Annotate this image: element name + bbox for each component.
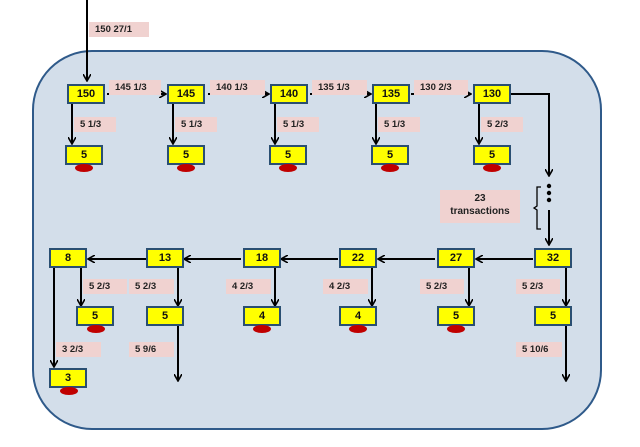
coin-icon [483,164,501,172]
child-node: 5 [76,306,114,326]
coin-icon [177,164,195,172]
child-label: 5 1/3 [277,117,319,132]
node-22: 22 [339,248,377,268]
child-node: 5 [146,306,184,326]
ellipsis-dot [546,183,552,189]
ellipsis-dot [546,190,552,196]
child-node: 5 [269,145,307,165]
edge-label: 145 1/3 [109,80,161,95]
child-label: 5 2/3 [129,279,174,294]
second-child-label: 3 2/3 [56,342,101,357]
node-130: 130 [473,84,511,104]
node-27: 27 [437,248,475,268]
edge-label: 135 1/3 [312,80,367,95]
node-150: 150 [67,84,105,104]
child-label: 5 2/3 [420,279,464,294]
coin-icon [447,325,465,333]
child-label: 5 1/3 [378,117,420,132]
edge-label: 130 2/3 [414,80,468,95]
coin-icon [87,325,105,333]
child-node: 5 [437,306,475,326]
child-label: 5 1/3 [74,117,116,132]
input-label: 150 27/1 [89,22,149,37]
node-13: 13 [146,248,184,268]
node-140: 140 [270,84,308,104]
node-18: 18 [243,248,281,268]
child-label: 5 2/3 [516,279,560,294]
child-label: 4 2/3 [323,279,368,294]
coin-icon [279,164,297,172]
child-label: 4 2/3 [226,279,271,294]
child-node-3: 3 [49,368,87,388]
child-label: 5 2/3 [481,117,523,132]
coin-icon [75,164,93,172]
child-node: 5 [65,145,103,165]
node-8: 8 [49,248,87,268]
child-node: 5 [167,145,205,165]
edge-label: 140 1/3 [210,80,265,95]
transactions-text: transactions [450,206,510,217]
coin-icon [60,387,78,395]
coin-icon [253,325,271,333]
container-region [32,50,602,430]
edge-130-continue [511,93,549,175]
child-node: 5 [473,145,511,165]
transactions-count: 23 [474,193,486,204]
child-label: 5 2/3 [83,279,127,294]
node-135: 135 [372,84,410,104]
coin-icon [381,164,399,172]
child-node: 4 [243,306,281,326]
ellipsis-dot [546,197,552,203]
child-node: 5 [534,306,572,326]
node-145: 145 [167,84,205,104]
child-label: 5 1/3 [175,117,217,132]
coin-icon [349,325,367,333]
outflow-label: 5 9/6 [129,342,174,357]
child-node: 4 [339,306,377,326]
child-node: 5 [371,145,409,165]
brace [532,186,541,230]
outflow-label: 5 10/6 [516,342,562,357]
transactions-note: 23 transactions [440,190,520,223]
node-32: 32 [534,248,572,268]
